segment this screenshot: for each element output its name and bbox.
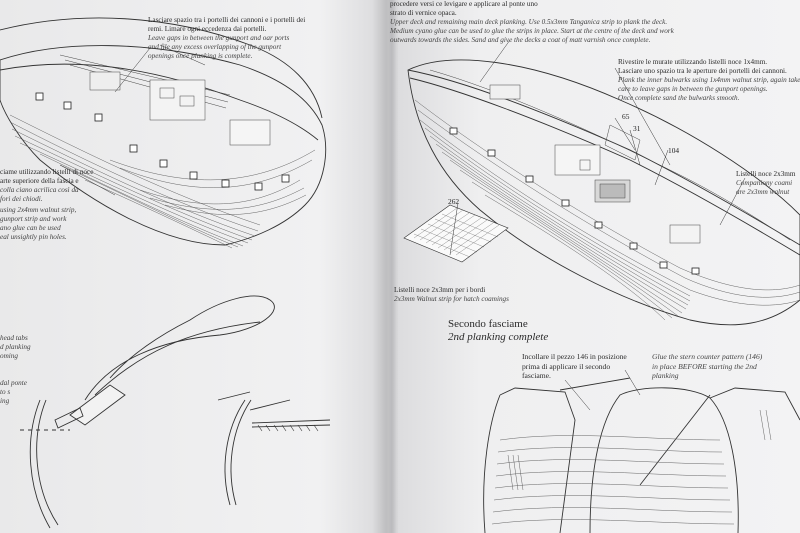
right-bulwark-note-line: Plank the inner bulwarks using 1x4mm wal…: [618, 76, 800, 84]
stern-note-it-line: fasciame.: [522, 371, 551, 380]
left-top-note-line: Leave gaps in between the gunport and oa…: [148, 34, 290, 42]
left-top-note-line: and file any excess overlapping of the g…: [148, 43, 282, 51]
left-bottom-note-line: ing: [0, 397, 10, 405]
part-label-262: 262: [448, 197, 460, 206]
right-bulwark-note: Rivestire le murate utilizzando listelli…: [618, 58, 800, 103]
left-hull-drawing: [0, 17, 331, 529]
section-heading-en: 2nd planking complete: [448, 331, 549, 343]
book-gutter: [372, 0, 398, 533]
left-bottom-note: head tabs d planking oming dal ponte to …: [0, 334, 31, 406]
right-top-note-line: Upper deck and remaining main deck plank…: [390, 18, 668, 26]
left-bottom-note-line: head tabs: [0, 334, 28, 342]
left-side-note-line: using 2x4mm walnut strip,: [0, 206, 77, 214]
stern-note-it-line: Incollare il pezzo 146 in posizione: [522, 352, 627, 361]
left-side-note: ciame utilizzando listelli di noce arte …: [0, 168, 93, 242]
left-side-note-line: eal unsightly pin holes.: [0, 233, 67, 241]
stern-note-it: Incollare il pezzo 146 in posizione prim…: [522, 352, 627, 381]
left-top-note-line: Lasciare spazio tra i portelli dei canno…: [148, 16, 306, 24]
stern-note-en-line: Glue the stern counter pattern (146): [652, 352, 763, 361]
right-hatch-note: Listelli noce 2x3mm per i bordi 2x3mm Wa…: [394, 286, 509, 304]
left-side-note-line: arte superiore della fascia e: [0, 177, 79, 185]
right-top-note-line: Medium cyano glue can be used to glue th…: [390, 27, 674, 35]
right-bulwark-note-line: care to leave gaps in between the gunpor…: [618, 85, 768, 93]
left-side-note-line: ciame utilizzando listelli di noce: [0, 168, 94, 176]
part-label-65: 65: [622, 112, 630, 121]
section-heading: Secondo fasciame: [448, 318, 528, 330]
left-bottom-note-line: oming: [0, 352, 18, 360]
left-top-note: Lasciare spazio tra i portelli dei canno…: [148, 16, 305, 61]
part-label-104: 104: [668, 146, 680, 155]
right-page: procedere versi ce levigare e applicare …: [390, 0, 800, 533]
right-top-note-line: outwards towards the sides. Sand and giv…: [390, 36, 651, 44]
left-bottom-note-line: d planking: [0, 343, 31, 351]
right-top-note-segment: procedere versi ce: [390, 0, 443, 8]
left-bottom-note-line: dal ponte: [0, 379, 27, 387]
stern-note-en: Glue the stern counter pattern (146) in …: [652, 352, 762, 381]
right-hull-drawing: [403, 39, 800, 533]
right-hatch-note-line: Listelli noce 2x3mm per i bordi: [394, 286, 486, 294]
right-top-note: procedere versi ce levigare e applicare …: [390, 0, 674, 45]
right-coaming-note-line: Listelli noce 2x3mm: [736, 170, 796, 178]
right-coaming-note-line: are 2x3mm walnut: [736, 188, 790, 196]
right-coaming-note-line: Companiony coami: [736, 179, 793, 187]
left-side-note-line: gunport strip and work: [0, 215, 67, 223]
part-label-31: 31: [633, 124, 641, 133]
right-top-note-segment: levigare e applicare al ponte uno: [444, 0, 538, 8]
left-bottom-note-line: to s: [0, 388, 11, 396]
right-bulwark-note-line: Once complete sand the bulwarks smooth.: [618, 94, 740, 102]
stern-note-en-line: in place BEFORE starting the 2nd: [652, 361, 757, 371]
right-top-note-line: procedere versi ce levigare e applicare …: [390, 0, 674, 9]
right-bulwark-note-line: Lasciare uno spazio tra le aperture dei …: [618, 67, 787, 75]
right-coaming-note: Listelli noce 2x3mm Companiony coami are…: [736, 170, 796, 197]
left-side-note-line: fori dei chiodi.: [0, 195, 43, 203]
right-hatch-note-line: 2x3mm Walnut strip for hatch coamings: [394, 295, 509, 303]
stern-note-en-line: planking: [652, 371, 679, 380]
stern-note-it-line: prima di applicare il secondo: [522, 361, 611, 371]
left-top-note-line: openings once planking is complete.: [148, 52, 253, 60]
left-top-note-line: remi. Limare ogni eccedenza dai portelli…: [148, 25, 267, 33]
left-page: Lasciare spazio tra i portelli dei canno…: [0, 0, 388, 533]
right-top-note-line: strato di vernice opaca.: [390, 9, 457, 17]
left-side-note-line: colla ciano acrilica così da: [0, 186, 79, 194]
right-bulwark-note-line: Rivestire le murate utilizzando listelli…: [618, 58, 768, 66]
left-side-note-line: ano glue can be used: [0, 224, 61, 232]
